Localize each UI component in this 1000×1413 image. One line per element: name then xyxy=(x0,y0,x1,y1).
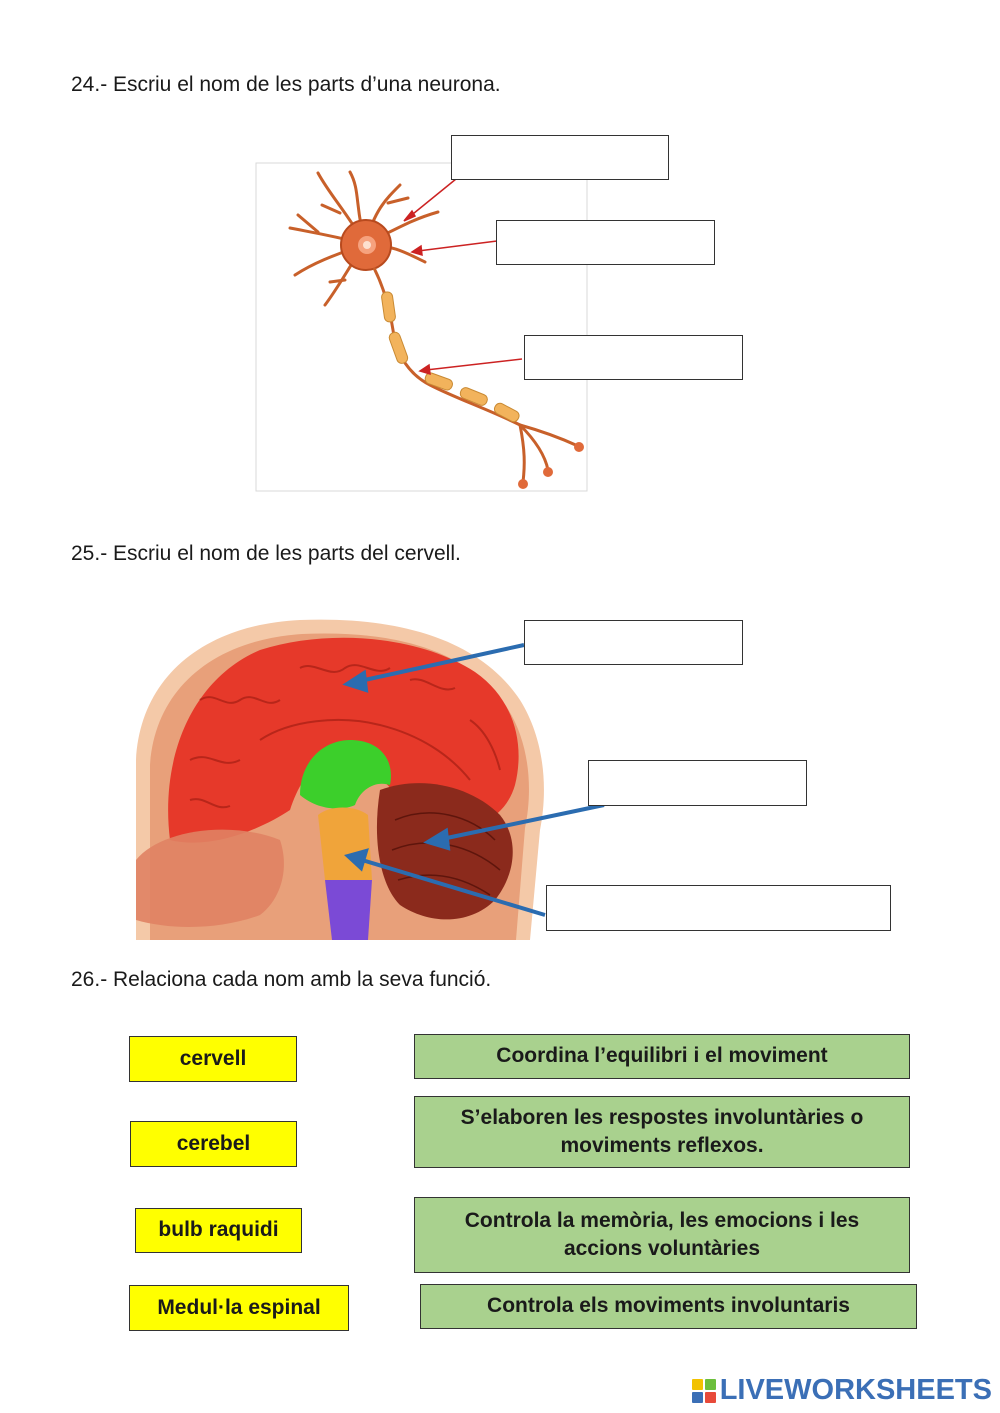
brain-answer-1[interactable] xyxy=(524,620,743,665)
liveworksheets-logo: LIVEWORKSHEETS xyxy=(691,1374,992,1407)
match-name-bulb-raquidi[interactable]: bulb raquidi xyxy=(135,1208,302,1253)
match-function-3[interactable]: Controla la memòria, les emocions i les … xyxy=(414,1197,910,1273)
match-name-cerebel[interactable]: cerebel xyxy=(130,1121,297,1167)
match-function-2[interactable]: S’elaboren les respostes involuntàries o… xyxy=(414,1096,910,1168)
question-24: 24.- Escriu el nom de les parts d’una ne… xyxy=(71,73,501,96)
match-function-4[interactable]: Controla els moviments involuntaris xyxy=(420,1284,917,1329)
brain-answer-2[interactable] xyxy=(588,760,807,806)
match-name-cervell[interactable]: cervell xyxy=(129,1036,297,1082)
match-function-1[interactable]: Coordina l’equilibri i el moviment xyxy=(414,1034,910,1079)
brain-answer-3[interactable] xyxy=(546,885,891,931)
match-name-medulla-espinal[interactable]: Medul·la espinal xyxy=(129,1285,349,1331)
neuron-answer-3[interactable] xyxy=(524,335,743,380)
brand-name: LIVEWORKSHEETS xyxy=(719,1374,992,1406)
logo-tiles-icon xyxy=(691,1378,716,1403)
neuron-answer-1[interactable] xyxy=(451,135,669,180)
neuron-answer-2[interactable] xyxy=(496,220,715,265)
question-26: 26.- Relaciona cada nom amb la seva func… xyxy=(71,968,492,991)
question-25: 25.- Escriu el nom de les parts del cerv… xyxy=(71,542,461,565)
